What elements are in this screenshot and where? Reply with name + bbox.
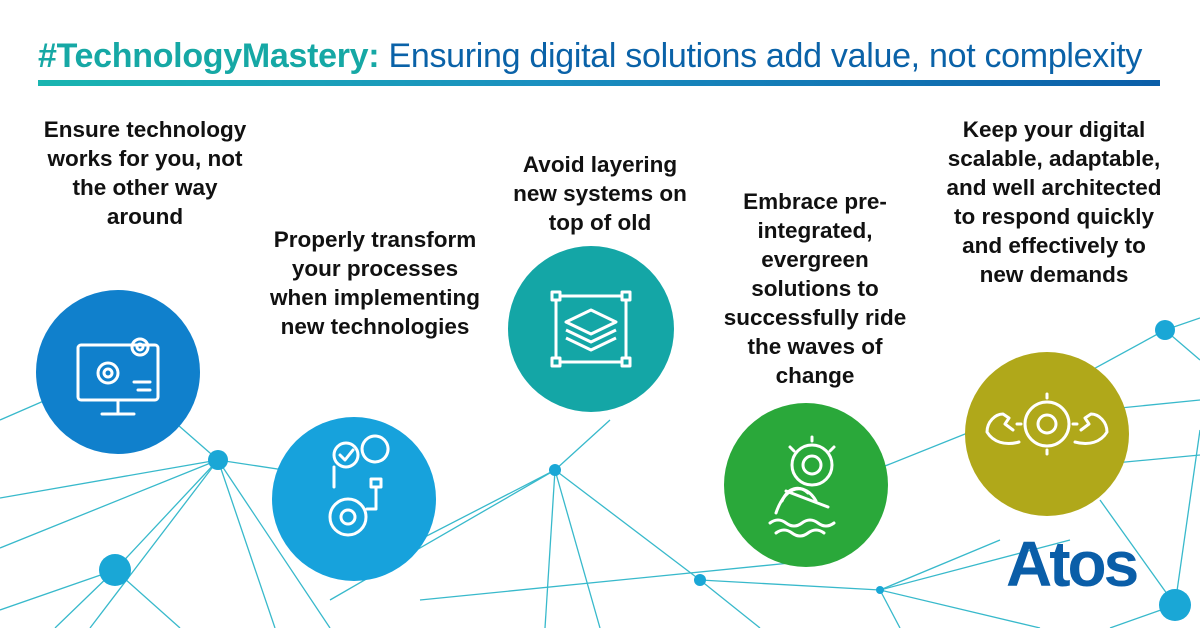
atos-logo: Atos [1006, 528, 1140, 598]
tip-caption-5: Keep your digital scalable, adaptable, a… [946, 117, 1162, 287]
wave-surfer-gear-icon [768, 435, 836, 538]
tip-caption-4: Embrace pre-integrated, evergreen soluti… [723, 189, 907, 388]
tip-circle-1 [36, 290, 200, 454]
monitor-gears-icon [76, 337, 160, 416]
atos-logo-text: Atos [1006, 528, 1137, 598]
hashtag-title: #TechnologyMastery: [38, 37, 380, 75]
tip-caption-1: Ensure technology works for you, not the… [43, 117, 247, 229]
tip-circle-3 [508, 246, 674, 412]
tip-circle-2 [272, 417, 436, 581]
header-underline [38, 80, 1160, 86]
tip-caption-2: Properly transform your processes when i… [269, 227, 480, 339]
tip-caption-3: Avoid layering new systems on top of old [513, 152, 687, 235]
headline: Ensuring digital solutions add value, no… [388, 37, 1143, 75]
flexing-arms-gear-icon [985, 392, 1109, 456]
page-title: #TechnologyMastery: Ensuring digital sol… [38, 36, 1142, 76]
tip-circle-4 [724, 403, 888, 567]
tip-circle-5 [965, 352, 1129, 516]
stacked-layers-icon [550, 290, 632, 368]
gear-checkmark-lightbulb-icon [328, 434, 390, 537]
